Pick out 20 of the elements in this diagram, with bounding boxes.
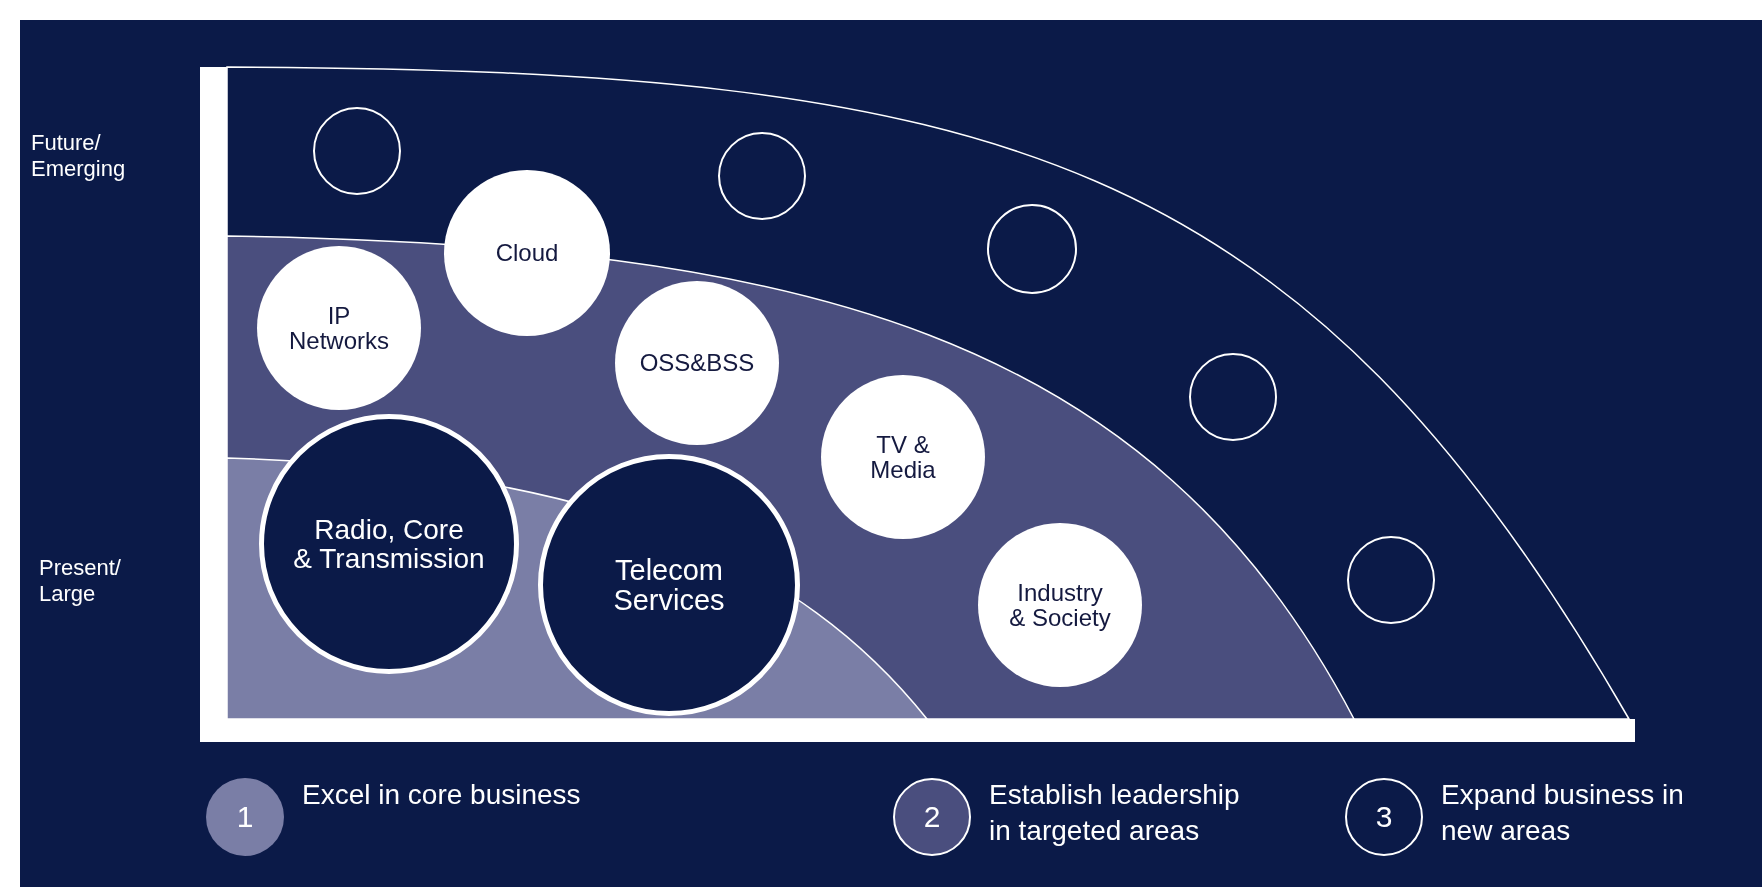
circle-label: Cloud — [494, 240, 560, 266]
circle-marker — [313, 107, 401, 195]
circle-marker — [718, 132, 806, 220]
goal-text: Expand business in new areas — [1441, 778, 1685, 849]
circle-label: 2 — [922, 801, 942, 833]
circle-label: TV & Media — [869, 431, 937, 483]
circle-label: Radio, Core & Transmission — [292, 514, 486, 574]
goal-text: Excel in core business — [302, 778, 582, 812]
goal-text: Establish leadership in targeted areas — [989, 778, 1241, 849]
axis-label: Future/ Emerging — [31, 130, 127, 183]
circle-marker — [987, 204, 1077, 294]
circle-marker — [1189, 353, 1277, 441]
circle-label: IP Networks — [289, 302, 389, 354]
circle-label: 3 — [1374, 801, 1394, 833]
circle-label: Telecom Services — [612, 554, 726, 616]
axis-label: Present/ Large — [39, 555, 122, 608]
circle-label: 1 — [235, 801, 255, 833]
circle-marker — [1347, 536, 1435, 624]
circle-label: OSS&BSS — [638, 350, 756, 376]
circle-label: Industry & Society — [1008, 579, 1112, 631]
